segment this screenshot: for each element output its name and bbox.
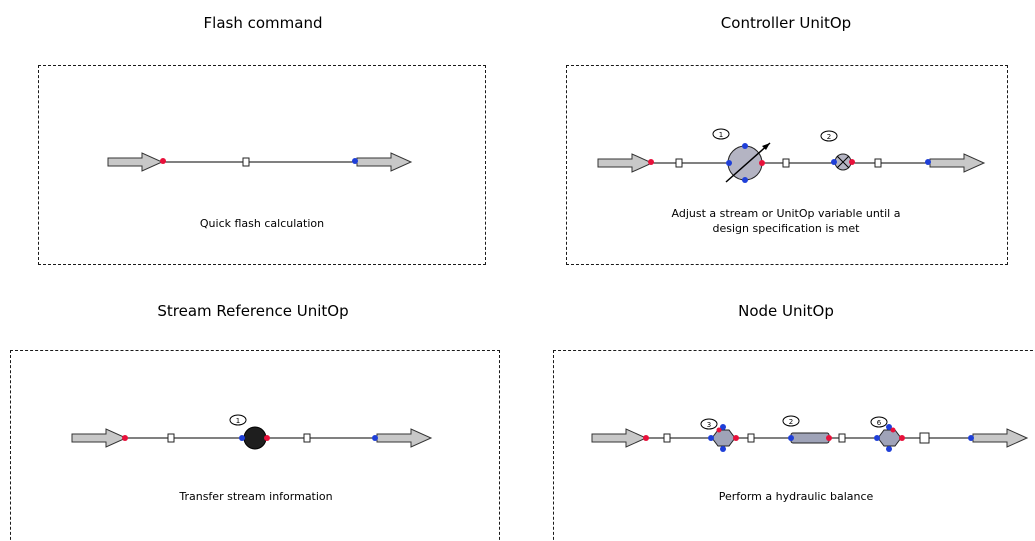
node-panel-frame xyxy=(553,350,1035,541)
unit-label-bubble xyxy=(229,414,247,426)
node-icon[interactable] xyxy=(708,424,739,452)
stream-marker-icon[interactable] xyxy=(747,433,755,443)
node-caption: Perform a hydraulic balance xyxy=(718,490,874,503)
unit-label-bubble xyxy=(712,128,730,140)
outlet-port-icon xyxy=(352,158,358,164)
inlet-port-icon xyxy=(160,158,166,164)
controller-flowsheet: 1 2 xyxy=(597,128,985,183)
product-arrow-icon[interactable] xyxy=(356,152,412,172)
valve-icon[interactable] xyxy=(831,153,855,171)
feed-arrow-icon[interactable] xyxy=(591,428,647,448)
stream-marker-icon[interactable] xyxy=(874,158,882,168)
unit-label-bubble xyxy=(870,416,888,428)
node-panel-title: Node UnitOp xyxy=(738,302,834,320)
unit-label-bubble xyxy=(782,415,800,427)
stream-reference-flowsheet: 1 xyxy=(71,414,432,450)
stream-marker-icon[interactable] xyxy=(838,433,846,443)
feed-arrow-icon[interactable] xyxy=(107,152,163,172)
node-flowsheet: 3 2 6 xyxy=(591,415,1028,452)
unit-number-label: 3 xyxy=(707,421,711,429)
stream-marker-icon[interactable] xyxy=(303,433,311,443)
node-icon[interactable] xyxy=(874,424,905,452)
pipe-icon[interactable] xyxy=(788,432,832,444)
stream-reference-icon[interactable] xyxy=(239,426,270,450)
outlet-port-icon xyxy=(372,435,378,441)
stream-reference-panel-title: Stream Reference UnitOp xyxy=(157,302,349,320)
controller-panel-title: Controller UnitOp xyxy=(720,14,852,32)
stream-marker-icon[interactable] xyxy=(167,433,175,443)
unit-label-bubble xyxy=(700,418,718,430)
controller-caption-line2: design specification is met xyxy=(712,222,860,235)
unit-number-label: 2 xyxy=(827,133,831,141)
stream-reference-caption: Transfer stream information xyxy=(179,490,333,503)
outlet-port-icon xyxy=(925,159,931,165)
unit-number-label: 6 xyxy=(877,419,882,427)
product-arrow-icon[interactable] xyxy=(929,153,985,173)
feed-arrow-icon[interactable] xyxy=(71,428,127,448)
outlet-port-icon xyxy=(968,435,974,441)
unit-label-bubble xyxy=(820,130,838,142)
flash-caption: Quick flash calculation xyxy=(199,217,325,230)
product-arrow-icon[interactable] xyxy=(972,428,1028,448)
stream-marker-icon[interactable] xyxy=(242,157,250,167)
product-arrow-icon[interactable] xyxy=(376,428,432,448)
controller-caption-line1: Adjust a stream or UnitOp variable until… xyxy=(671,207,901,220)
inlet-port-icon xyxy=(122,435,128,441)
controller-icon[interactable] xyxy=(725,142,771,183)
unit-number-label: 2 xyxy=(789,418,793,426)
flash-panel-frame xyxy=(38,65,486,265)
inlet-port-icon xyxy=(643,435,649,441)
unit-number-label: 1 xyxy=(719,131,723,139)
feed-arrow-icon[interactable] xyxy=(597,153,653,173)
stream-marker-icon[interactable] xyxy=(663,433,671,443)
flash-panel-title: Flash command xyxy=(203,14,323,32)
stream-reference-panel-frame xyxy=(10,350,500,541)
stream-marker-icon[interactable] xyxy=(675,158,683,168)
stream-marker-icon[interactable] xyxy=(919,432,930,444)
controller-caption: Adjust a stream or UnitOp variable until… xyxy=(672,206,901,236)
controller-panel-frame xyxy=(566,65,1008,265)
flash-flowsheet xyxy=(107,152,412,172)
stream-marker-icon[interactable] xyxy=(782,158,790,168)
unit-number-label: 1 xyxy=(236,417,240,425)
inlet-port-icon xyxy=(648,159,654,165)
